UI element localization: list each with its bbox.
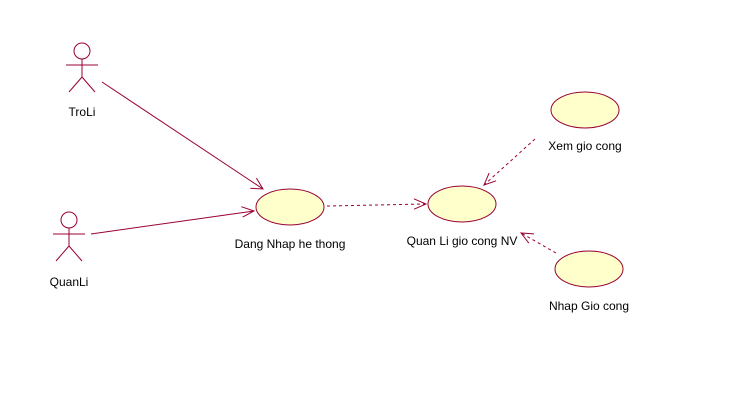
use-case-ellipse	[554, 250, 624, 288]
relationships	[90, 81, 557, 254]
use-case-quan-li-gio-cong-nv[interactable]: Quan Li gio cong NV	[407, 185, 518, 248]
use-case-dang-nhap-he-thong[interactable]: Dang Nhap he thong	[235, 188, 346, 251]
use-case-label: Nhap Gio cong	[549, 299, 629, 313]
stick-figure-icon	[53, 211, 85, 262]
stick-figure-icon	[66, 42, 98, 93]
association-troli-to-dang-nhap	[101, 81, 264, 190]
association-quanli-to-dang-nhap	[90, 206, 256, 235]
dependency-dang-nhap-to-quan-li-gio-cong	[326, 198, 428, 210]
actor-quanli[interactable]: QuanLi	[50, 211, 89, 289]
actor-label: TroLi	[69, 105, 96, 119]
actor-label: QuanLi	[50, 275, 89, 289]
actor-troli[interactable]: TroLi	[66, 42, 98, 119]
dependency-xem-gio-cong-to-quan-li-gio-cong	[483, 138, 536, 186]
dependency-nhap-gio-cong-to-quan-li-gio-cong	[519, 232, 557, 254]
use-case-label: Dang Nhap he thong	[235, 237, 346, 251]
use-case-label: Xem gio cong	[548, 139, 621, 153]
use-case-nhap-gio-cong[interactable]: Nhap Gio cong	[549, 250, 629, 313]
use-case-xem-gio-cong[interactable]: Xem gio cong	[548, 91, 622, 153]
use-case-label: Quan Li gio cong NV	[407, 234, 518, 248]
use-case-ellipse	[550, 91, 620, 129]
use-case-ellipse	[255, 188, 325, 226]
use-case-ellipse	[427, 185, 497, 223]
